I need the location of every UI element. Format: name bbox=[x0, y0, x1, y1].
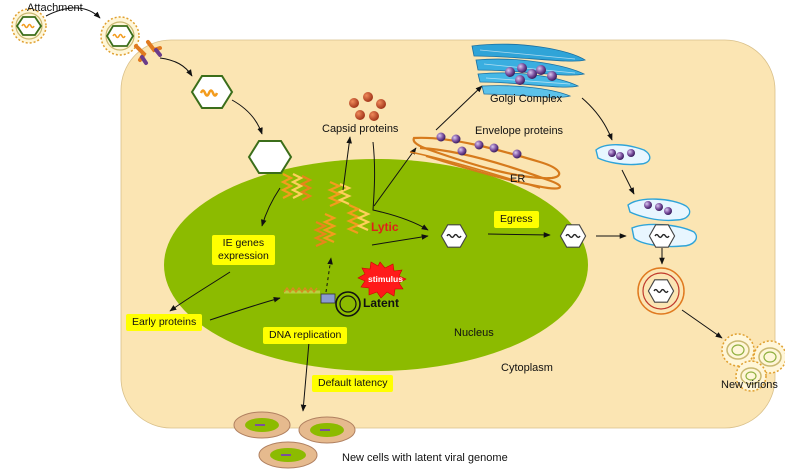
viral-dna-icon bbox=[280, 173, 313, 201]
lytic-label: Lytic bbox=[371, 220, 399, 234]
dna-replication-box: DNA replication bbox=[263, 327, 348, 344]
early-proteins-box: Early proteins bbox=[126, 314, 203, 331]
envelope-protein-markers bbox=[436, 132, 522, 159]
new-latent-cell-icon bbox=[258, 441, 318, 469]
capsid-nuclear-pore-icon bbox=[247, 140, 293, 174]
transport-vesicle-icon bbox=[627, 198, 691, 222]
cytoplasm-label: Cytoplasm bbox=[501, 362, 553, 374]
viral-dna-lytic-icon bbox=[313, 180, 371, 248]
ie-genes-expression-box: IE genes expression bbox=[212, 235, 275, 265]
endoplasmic-reticulum-icon bbox=[409, 136, 562, 190]
latent-label: Latent bbox=[363, 296, 399, 310]
new-latent-cell-icon bbox=[233, 411, 291, 439]
default-latency-box: Default latency bbox=[312, 375, 394, 392]
new-cells-label: New cells with latent viral genome bbox=[342, 452, 508, 464]
capsid-cytoplasm-icon bbox=[190, 75, 234, 109]
stimulus-starburst-icon bbox=[357, 261, 407, 299]
attaching-virion-icon bbox=[100, 16, 140, 56]
nucleus-label: Nucleus bbox=[454, 327, 494, 339]
latent-episome-icon bbox=[283, 286, 361, 317]
free-virion-icon bbox=[11, 8, 47, 44]
er-label: ER bbox=[510, 173, 526, 185]
transport-vesicle-icon bbox=[595, 144, 651, 166]
capsid-proteins-icon bbox=[349, 92, 386, 121]
mature-virion-vesicle-icon bbox=[637, 267, 685, 315]
attachment-label: Attachment bbox=[27, 2, 83, 14]
golgi-complex-icon bbox=[471, 43, 586, 98]
enveloping-capsid-icon bbox=[631, 223, 698, 248]
egressed-capsid-icon bbox=[559, 224, 587, 248]
ie-genes-line1: IE genes bbox=[222, 237, 265, 249]
capsid-proteins-label: Capsid proteins bbox=[322, 123, 399, 135]
ie-genes-line2: expression bbox=[218, 250, 269, 262]
receptor-icon bbox=[134, 40, 162, 65]
new-latent-cell-icon bbox=[298, 416, 356, 444]
new-virions-icon bbox=[721, 333, 785, 392]
nuclear-capsid-icon bbox=[440, 224, 468, 248]
stimulus-label: stimulus bbox=[368, 274, 403, 284]
envelope-proteins-label: Envelope proteins bbox=[475, 125, 564, 137]
new-virions-label: New virions bbox=[721, 379, 778, 391]
golgi-complex-label: Golgi Complex bbox=[490, 93, 563, 105]
egress-box: Egress bbox=[494, 211, 539, 228]
